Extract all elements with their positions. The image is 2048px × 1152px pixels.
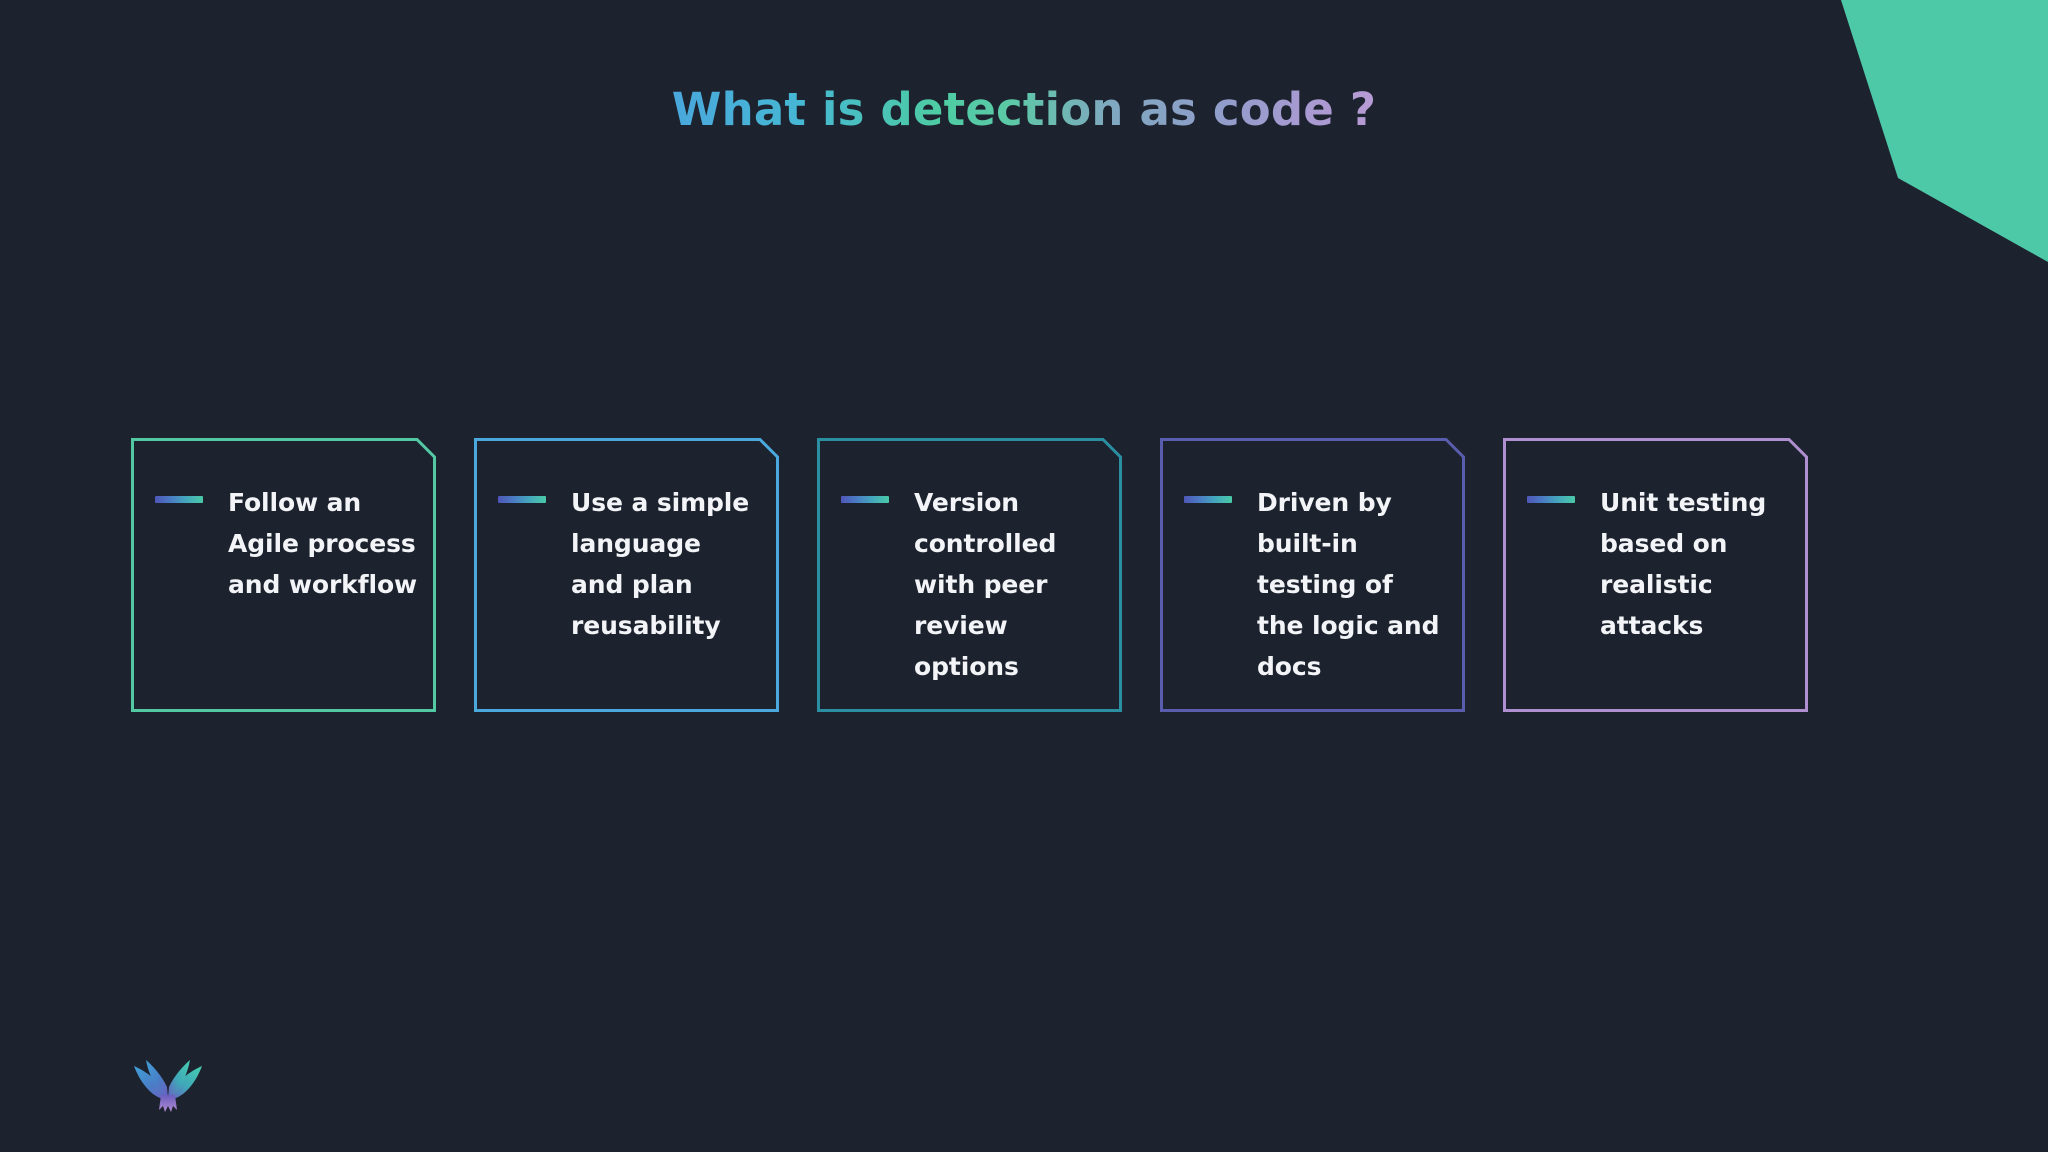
card-body-5: Unit testing based on realistic attacks <box>1527 482 1790 646</box>
card-frame-4 <box>1160 438 1465 712</box>
card-accent-dash-3 <box>841 496 889 503</box>
card-accent-dash-4 <box>1184 496 1232 503</box>
feature-card-1[interactable]: Follow an Agile process and workflow <box>131 438 436 712</box>
card-frame-2 <box>474 438 779 712</box>
card-frame-1 <box>131 438 436 712</box>
feature-card-5[interactable]: Unit testing based on realistic attacks <box>1503 438 1808 712</box>
card-text-3: Version controlled with peer review opti… <box>914 488 1057 681</box>
page-title-text: What is detection as code ? <box>671 83 1377 136</box>
card-text-1: Follow an Agile process and workflow <box>228 488 418 599</box>
card-accent-dash-5 <box>1527 496 1575 503</box>
card-text-2: Use a simple language and plan reusabili… <box>571 488 750 640</box>
feature-card-row: Follow an Agile process and workflow Use… <box>131 438 1808 712</box>
card-frame-5 <box>1503 438 1808 712</box>
card-body-4: Driven by built-in testing of the logic … <box>1184 482 1447 687</box>
feature-card-4[interactable]: Driven by built-in testing of the logic … <box>1160 438 1465 712</box>
feature-card-2[interactable]: Use a simple language and plan reusabili… <box>474 438 779 712</box>
wings-bird-logo-icon <box>134 1060 202 1112</box>
card-accent-dash-2 <box>498 496 546 503</box>
card-body-1: Follow an Agile process and workflow <box>155 482 418 605</box>
feature-card-3[interactable]: Version controlled with peer review opti… <box>817 438 1122 712</box>
card-text-4: Driven by built-in testing of the logic … <box>1257 488 1440 681</box>
page-title: What is detection as code ? <box>0 80 2048 140</box>
card-frame-3 <box>817 438 1122 712</box>
card-body-3: Version controlled with peer review opti… <box>841 482 1104 687</box>
card-body-2: Use a simple language and plan reusabili… <box>498 482 761 646</box>
card-accent-dash-1 <box>155 496 203 503</box>
card-text-5: Unit testing based on realistic attacks <box>1600 488 1767 640</box>
